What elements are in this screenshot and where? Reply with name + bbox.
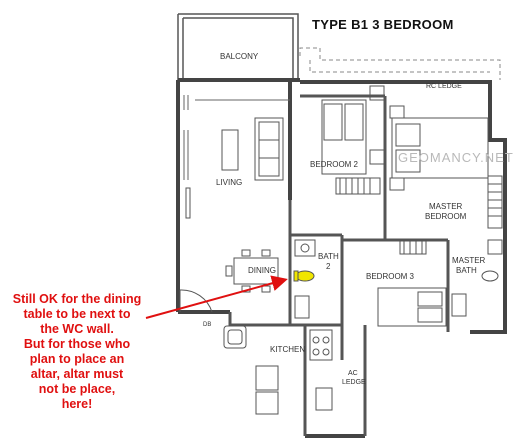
annotation-line: here! [61, 397, 93, 411]
label-master-bath-line2: BATH [456, 266, 477, 275]
label-bath-2-line1: BATH [318, 252, 339, 261]
label-ac-ledge-line1: AC [348, 370, 358, 377]
label-bedroom-3: BEDROOM 3 [366, 272, 415, 281]
label-ac-ledge-line2: LEDGE [342, 379, 366, 386]
master-bedroom-furniture [389, 105, 503, 229]
annotation-line: the WC wall. [40, 322, 114, 336]
annotation-line: But for those who [23, 337, 131, 351]
label-db: DB [203, 322, 212, 328]
label-bath-2-line2: 2 [326, 262, 331, 271]
label-master-bedroom-line2: BEDROOM [425, 212, 467, 221]
label-balcony: BALCONY [220, 52, 259, 61]
annotation-line: not be place, [38, 382, 116, 396]
label-master-bath-line1: MASTER [452, 256, 486, 265]
label-dining: DINING [248, 266, 276, 275]
plan-title: TYPE B1 3 BEDROOM [312, 17, 454, 32]
annotation-line: plan to place an [29, 352, 125, 366]
annotation-line: Still OK for the dining [12, 292, 142, 306]
ledge-dashed-outline [299, 47, 501, 80]
bedroom-2-furniture [321, 85, 385, 195]
label-bedroom-2: BEDROOM 2 [310, 160, 359, 169]
interior-walls [228, 94, 450, 436]
windows [183, 95, 290, 180]
exterior-walls [176, 78, 507, 438]
label-master-bedroom-line1: MASTER [429, 202, 463, 211]
watermark-text: GEOMANCY.NET [398, 150, 514, 165]
bedroom-3-furniture [377, 239, 447, 327]
kitchen-fixtures [223, 325, 333, 415]
label-rc-ledge: RC LEDGE [426, 83, 462, 90]
label-living: LIVING [216, 178, 243, 187]
balcony-outline [177, 13, 299, 80]
toilet-icon [295, 270, 315, 282]
toilet-tank-icon [293, 270, 299, 282]
bath-2-fixtures [294, 239, 316, 319]
annotation-arrow [145, 275, 288, 319]
living-furniture [185, 117, 284, 219]
annotation-line: altar, altar must [30, 367, 124, 381]
annotation-line: table to be next to [23, 307, 131, 321]
label-kitchen: KITCHEN [270, 345, 306, 354]
annotation-note: Still OK for the dining table to be next… [2, 292, 152, 412]
dining-table [225, 249, 279, 293]
master-bath-fixtures [451, 239, 503, 317]
